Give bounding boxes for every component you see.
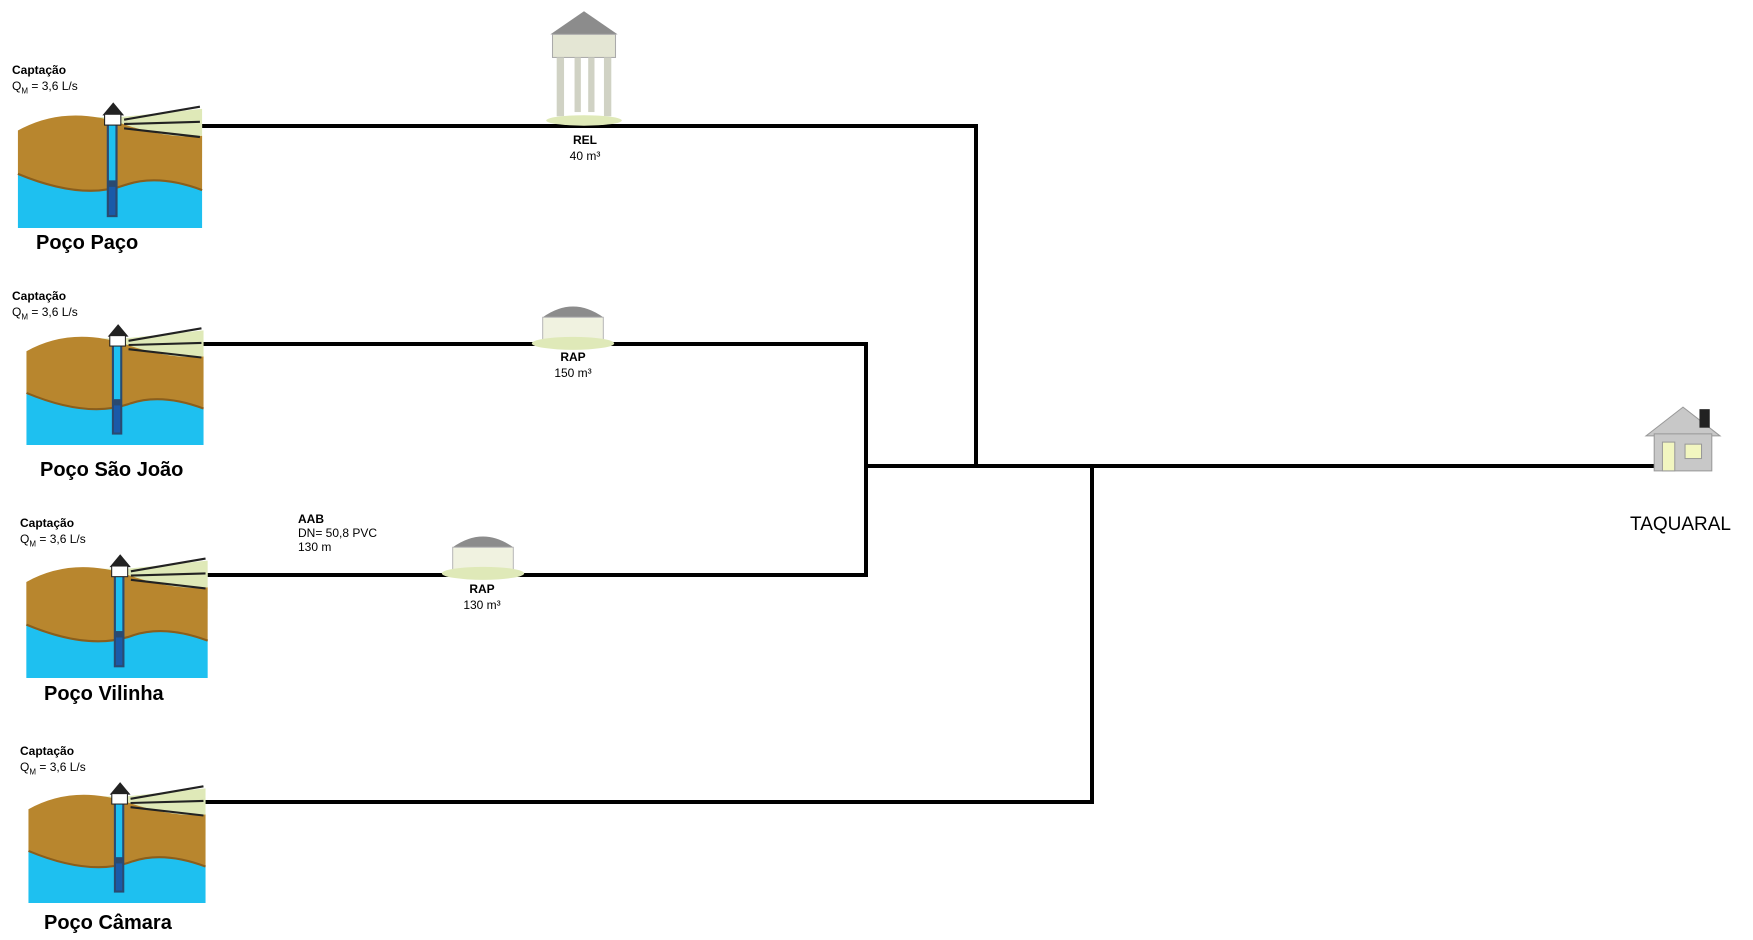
well-name: Poço Paço bbox=[36, 232, 139, 254]
pipe-network bbox=[186, 124, 1662, 804]
well-illustration-paco bbox=[17, 98, 203, 228]
well-illustration-camara bbox=[27, 778, 207, 903]
house-icon bbox=[1645, 406, 1721, 472]
pipe-title: AAB bbox=[298, 512, 324, 526]
reservoir-tag: RAP bbox=[469, 582, 495, 596]
flow-rate: QM = 3,6 L/s bbox=[12, 79, 78, 96]
caption-title: Captação bbox=[20, 744, 75, 758]
pipe-length: 130 m bbox=[298, 539, 332, 554]
reservoir-volume: 150 m³ bbox=[554, 366, 592, 380]
reservoir-volume: 40 m³ bbox=[569, 149, 601, 163]
caption-title: Captação bbox=[12, 63, 67, 77]
flow-rate: QM = 3,6 L/s bbox=[20, 760, 86, 777]
destination-name: TAQUARAL bbox=[1630, 514, 1732, 535]
pipe-spec: DN= 50,8 PVC bbox=[298, 525, 378, 540]
elevated-reservoir-icon bbox=[545, 10, 623, 127]
caption-title: Captação bbox=[20, 516, 75, 530]
pipe-annotation: AAB DN= 50,8 PVC 130 m bbox=[298, 512, 378, 554]
reservoir-volume: 130 m³ bbox=[463, 598, 501, 612]
ground-reservoir-icon bbox=[441, 535, 525, 581]
well-illustration-vilinha bbox=[26, 550, 208, 678]
caption-title: Captação bbox=[12, 289, 67, 303]
well-name: Poço Câmara bbox=[44, 912, 172, 934]
well-illustration-sao-joao bbox=[25, 320, 205, 445]
ground-reservoir-icon bbox=[531, 305, 615, 351]
flow-rate: QM = 3,6 L/s bbox=[20, 532, 86, 549]
reservoir-tag: REL bbox=[573, 133, 597, 147]
reservoir-tag: RAP bbox=[560, 350, 586, 364]
well-name: Poço São João bbox=[40, 459, 184, 481]
well-name: Poço Vilinha bbox=[44, 683, 164, 705]
flow-rate: QM = 3,6 L/s bbox=[12, 305, 78, 322]
